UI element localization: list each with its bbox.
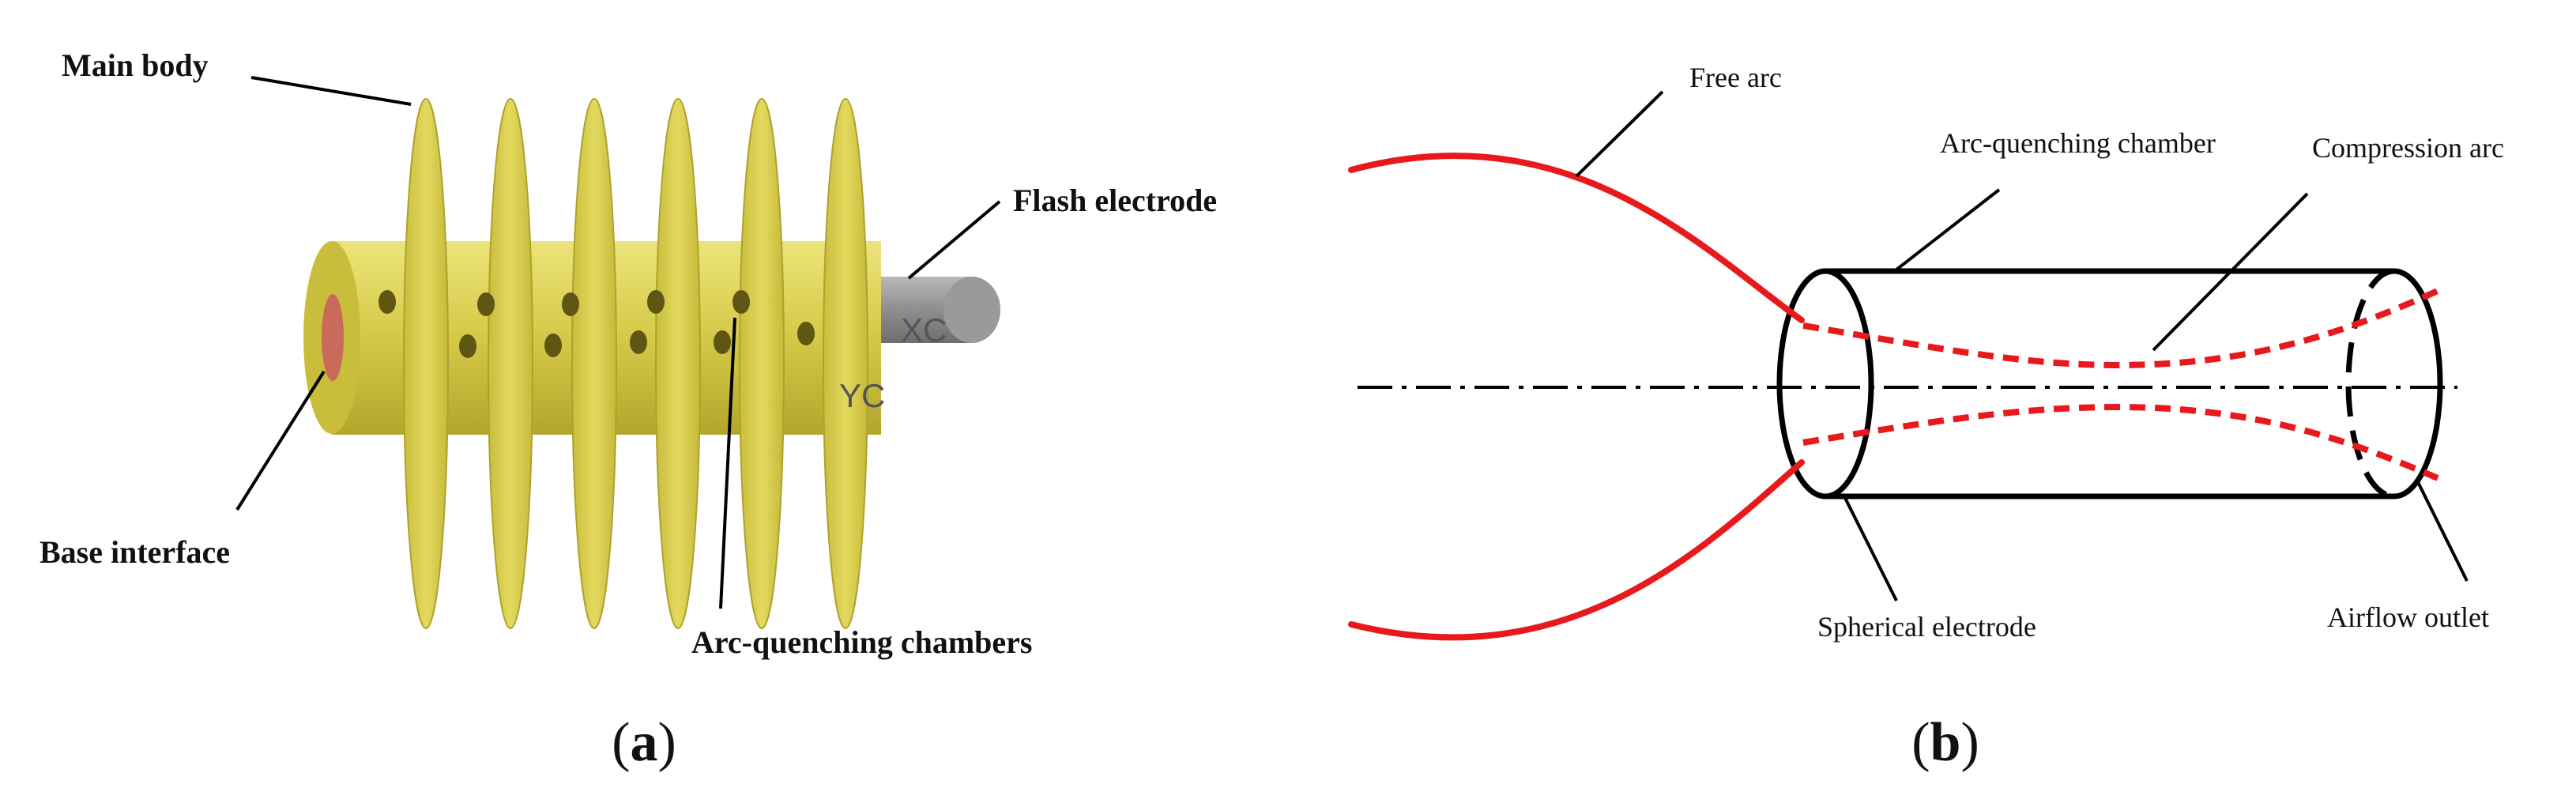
caption-a-letter: a [631, 712, 658, 773]
leader-main-body [250, 76, 412, 106]
label-compression-arc: Compression arc [2312, 132, 2504, 164]
label-base-interface: Base interface [40, 534, 230, 570]
leader-free-arc [1575, 90, 1664, 178]
leader-compression-arc [2152, 192, 2309, 352]
caption-b-open: ( [1911, 712, 1930, 773]
axis-label-yc: YC [839, 377, 885, 414]
arc-quenching-chamber-outline [1825, 268, 2443, 500]
label-spherical-electrode: Spherical electrode [1817, 611, 2036, 643]
leader-flash-electrode [907, 200, 1001, 280]
label-main-body: Main body [62, 47, 209, 83]
disc-sheds [403, 98, 868, 629]
label-arc-quenching-chamber: Arc-quenching chamber [1940, 127, 2216, 159]
caption-a: (a) [612, 712, 676, 773]
caption-b: (b) [1911, 712, 1979, 773]
panel-a-arrester-model: XC YC Main body Flash electrode Base int… [40, 47, 1217, 773]
caption-b-close: ) [1960, 712, 1979, 773]
label-airflow-outlet: Airflow outlet [2327, 601, 2489, 633]
caption-a-close: ) [658, 712, 676, 773]
label-arc-quenching-chambers: Arc-quenching chambers [691, 624, 1032, 660]
free-arc [1348, 153, 1805, 641]
leader-arc-quenching-chambers [719, 317, 736, 609]
base-interface-end [303, 241, 360, 434]
leader-base-interface [235, 370, 326, 511]
panel-b-schematic: Free arc Arc-quenching chamber Compressi… [1348, 62, 2504, 773]
label-flash-electrode: Flash electrode [1013, 183, 1217, 218]
axis-label-xc: XC [901, 311, 947, 349]
caption-a-open: ( [612, 712, 630, 773]
flash-electrode-rod [877, 277, 1000, 343]
spherical-electrode [1776, 268, 1874, 500]
leader-airflow-outlet [2416, 481, 2469, 582]
label-free-arc: Free arc [1689, 62, 1782, 93]
leader-arc-quenching-chamber [1891, 188, 2001, 274]
arc-quenching-holes [378, 290, 815, 358]
airflow-outlet-ring [2345, 268, 2395, 500]
caption-b-letter: b [1930, 712, 1961, 773]
compression-arc [1802, 288, 2439, 481]
leader-spherical-electrode [1843, 497, 1898, 601]
